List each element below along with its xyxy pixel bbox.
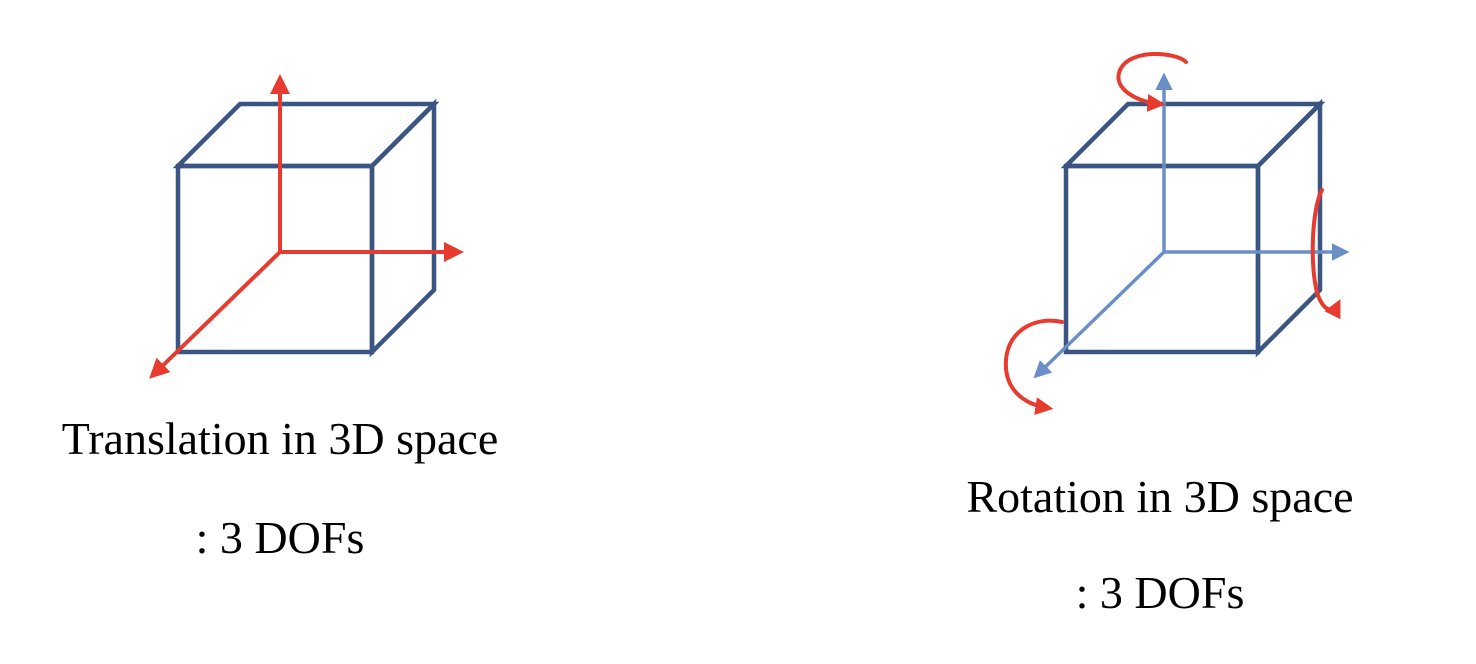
rotation-axis-forward-arrow: [1033, 250, 1166, 379]
rotation-cube-side-face: [1255, 98, 1323, 358]
rotation-arrows: [1003, 52, 1341, 415]
translation-axis-forward-arrow: [149, 250, 282, 379]
rotation-arrow-roll-icon: [1003, 318, 1064, 415]
translation-cube-side-face: [369, 98, 437, 358]
rotation-arrow-pitch-icon: [1310, 188, 1341, 320]
rotation-arrow-yaw-icon: [1116, 52, 1188, 112]
rotation-cube-front-face: [1063, 163, 1261, 355]
rotation-caption: Rotation in 3D space: [966, 471, 1354, 522]
rotation-cube: [1060, 98, 1326, 358]
translation-cube: [172, 98, 440, 358]
translation-dof-label: : 3 DOFs: [195, 512, 365, 563]
rotation-cube-top-face: [1060, 101, 1326, 169]
translation-caption: Translation in 3D space: [61, 413, 499, 464]
rotation-dof-label: : 3 DOFs: [1075, 567, 1245, 618]
translation-axes: [149, 74, 464, 379]
translation-cube-top-face: [172, 101, 440, 169]
rotation-axes: [1033, 72, 1350, 379]
